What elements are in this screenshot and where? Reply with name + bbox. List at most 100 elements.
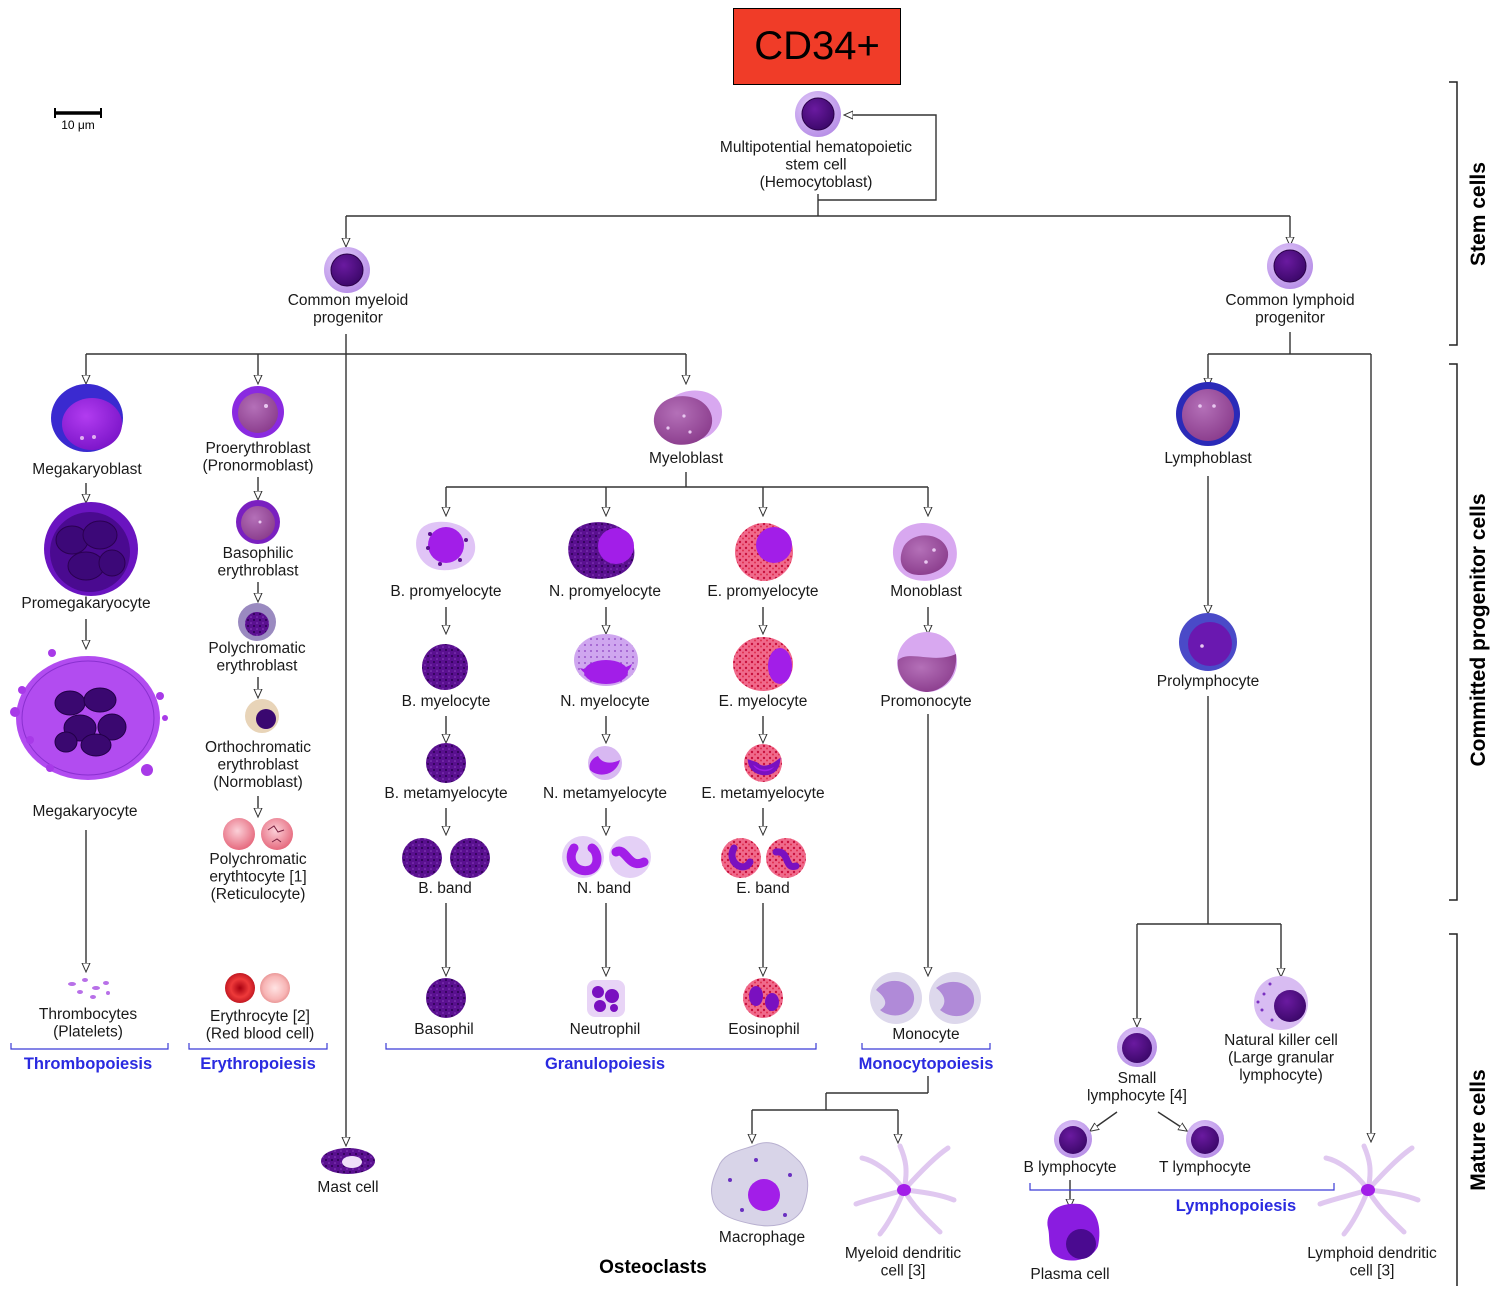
e-metamyelocyte-label-line: E. metamyelocyte <box>701 785 824 802</box>
e-band-label-line: E. band <box>736 880 789 897</box>
e-promyelocyte-label-line: E. promyelocyte <box>707 583 818 600</box>
mature-cells-label: Mature cells <box>1467 1069 1490 1190</box>
hsc-label-line: stem cell <box>785 157 846 174</box>
erythrocyte-label: Erythrocyte [2](Red blood cell) <box>206 1008 315 1043</box>
lymphoblast-cell-icon <box>1176 382 1240 446</box>
e-metamyelocyte-cell-icon <box>744 744 782 782</box>
e-myelocyte-label-line: E. myelocyte <box>719 693 808 710</box>
hsc-label-line: (Hemocytoblast) <box>760 174 873 191</box>
n-metamyelocyte-label-line: N. metamyelocyte <box>543 785 667 802</box>
mast-cell-label: Mast cell <box>317 1179 378 1196</box>
granulopoiesis-label: Granulopoiesis <box>545 1055 665 1073</box>
lymphoid-dendritic-cell-icon <box>1317 1143 1421 1237</box>
n-metamyelocyte-label: N. metamyelocyte <box>543 785 667 802</box>
myeloblast-label-line: Myeloblast <box>649 450 724 467</box>
macrophage-label: Macrophage <box>719 1229 805 1246</box>
promonocyte-label: Promonocyte <box>880 693 971 710</box>
b-band-label-line: B. band <box>418 880 471 897</box>
prolymphocyte-label: Prolymphocyte <box>1157 673 1260 690</box>
monocyte-label-line: Monocyte <box>892 1026 959 1043</box>
thrombocytes-icon <box>68 978 110 999</box>
nk-cell-label-line: (Large granular <box>1228 1050 1334 1067</box>
lineage-arrows <box>86 115 1371 1204</box>
proerythroblast-label-line: Proerythroblast <box>205 440 311 457</box>
n-myelocyte-label: N. myelocyte <box>560 693 650 710</box>
erythrocyte-label-line: Erythrocyte [2] <box>210 1008 310 1025</box>
stem-cells-label: Stem cells <box>1467 162 1490 266</box>
group-labels: Thrombopoiesis Erythropoiesis Granulopoi… <box>24 1055 1296 1215</box>
monocytopoiesis-label: Monocytopoiesis <box>859 1055 994 1073</box>
mast-cell-label-line: Mast cell <box>317 1179 378 1196</box>
b-promyelocyte-label-line: B. promyelocyte <box>390 583 501 600</box>
e-metamyelocyte-label: E. metamyelocyte <box>701 785 824 802</box>
neutrophil-label: Neutrophil <box>570 1021 641 1038</box>
promegakaryocyte-label-line: Promegakaryocyte <box>21 595 150 612</box>
t-lymphocyte-label-line: T lymphocyte <box>1159 1159 1251 1176</box>
monoblast-label-line: Monoblast <box>890 583 962 600</box>
lymphoblast-label: Lymphoblast <box>1164 450 1252 467</box>
promonocyte-label-line: Promonocyte <box>880 693 971 710</box>
n-myelocyte-label-line: N. myelocyte <box>560 693 650 710</box>
b-lymphocyte-cell-icon <box>1054 1120 1092 1158</box>
lymphoid-dc-label-line: Lymphoid dendritic <box>1307 1245 1437 1262</box>
reticulocyte-label-line: (Reticulocyte) <box>211 886 306 903</box>
basophilic-erythroblast-label-line: erythroblast <box>218 563 300 580</box>
basophilic-erythroblast-label-line: Basophilic <box>223 545 294 562</box>
proerythroblast-label-line: (Pronormoblast) <box>202 458 313 475</box>
reticulocyte-label-line: erythtocyte [1] <box>209 869 306 886</box>
clp-label-line: Common lymphoid <box>1225 292 1354 309</box>
plasma-cell-label-line: Plasma cell <box>1030 1266 1109 1283</box>
thrombocytes-label: Thrombocytes(Platelets) <box>39 1006 137 1041</box>
scale-bar: 10 μm <box>54 108 102 132</box>
b-metamyelocyte-label: B. metamyelocyte <box>384 785 507 802</box>
megakaryocyte-label: Megakaryocyte <box>32 803 137 820</box>
basophil-cell-icon <box>426 978 466 1018</box>
eosinophil-label: Eosinophil <box>728 1021 800 1038</box>
erythrocyte-label-line: (Red blood cell) <box>206 1026 315 1043</box>
neutrophil-cell-icon <box>587 980 625 1017</box>
osteoclasts-label: Osteoclasts <box>599 1257 707 1278</box>
nk-cell-label-line: Natural killer cell <box>1224 1032 1338 1049</box>
cd34-badge-label: CD34+ <box>754 24 880 68</box>
b-myelocyte-cell-icon <box>422 644 468 690</box>
b-band-label: B. band <box>418 880 471 897</box>
myeloblast-cell-icon <box>653 390 722 445</box>
side-brackets: Stem cells Committed progenitor cells Ma… <box>1449 81 1490 1286</box>
lymphopoiesis-label: Lymphopoiesis <box>1176 1197 1296 1215</box>
megakaryocyte-cell-icon <box>10 649 168 780</box>
b-promyelocyte-cell-icon <box>416 521 476 571</box>
promegakaryocyte-cell-icon <box>44 502 138 596</box>
thrombocytes-label-line: Thrombocytes <box>39 1006 137 1023</box>
small-lymphocyte-label-line: lymphocyte [4] <box>1087 1088 1187 1105</box>
n-promyelocyte-cell-icon <box>568 522 635 579</box>
nk-cell-label-line: lymphocyte) <box>1239 1067 1323 1084</box>
eosinophil-label-line: Eosinophil <box>728 1021 800 1038</box>
megakaryoblast-label: Megakaryoblast <box>32 461 142 478</box>
t-lymphocyte-cell-icon <box>1186 1120 1224 1158</box>
proerythroblast-label: Proerythroblast(Pronormoblast) <box>202 440 313 475</box>
small-lymphocyte-cell-icon <box>1117 1027 1157 1067</box>
orthochromatic-label-line: Orthochromatic <box>205 739 311 756</box>
plasma-cell-label: Plasma cell <box>1030 1266 1109 1283</box>
megakaryoblast-cell-icon <box>51 384 123 452</box>
promonocyte-cell-icon <box>897 632 957 692</box>
hsc-label-line: Multipotential hematopoietic <box>720 139 912 156</box>
clp-cell-icon <box>1267 243 1313 289</box>
prolymphocyte-label-line: Prolymphocyte <box>1157 673 1260 690</box>
polychromatic-erythroblast-label-line: Polychromatic <box>208 640 306 657</box>
e-band-label: E. band <box>736 880 789 897</box>
n-band-label-line: N. band <box>577 880 631 897</box>
myeloid-dc-label-line: cell [3] <box>881 1263 926 1280</box>
orthochromatic-label-line: erythroblast <box>218 757 300 774</box>
lymphoid-dc-label-line: cell [3] <box>1350 1263 1395 1280</box>
proerythroblast-cell-icon <box>232 386 284 438</box>
n-band-cell-icon <box>562 836 651 878</box>
